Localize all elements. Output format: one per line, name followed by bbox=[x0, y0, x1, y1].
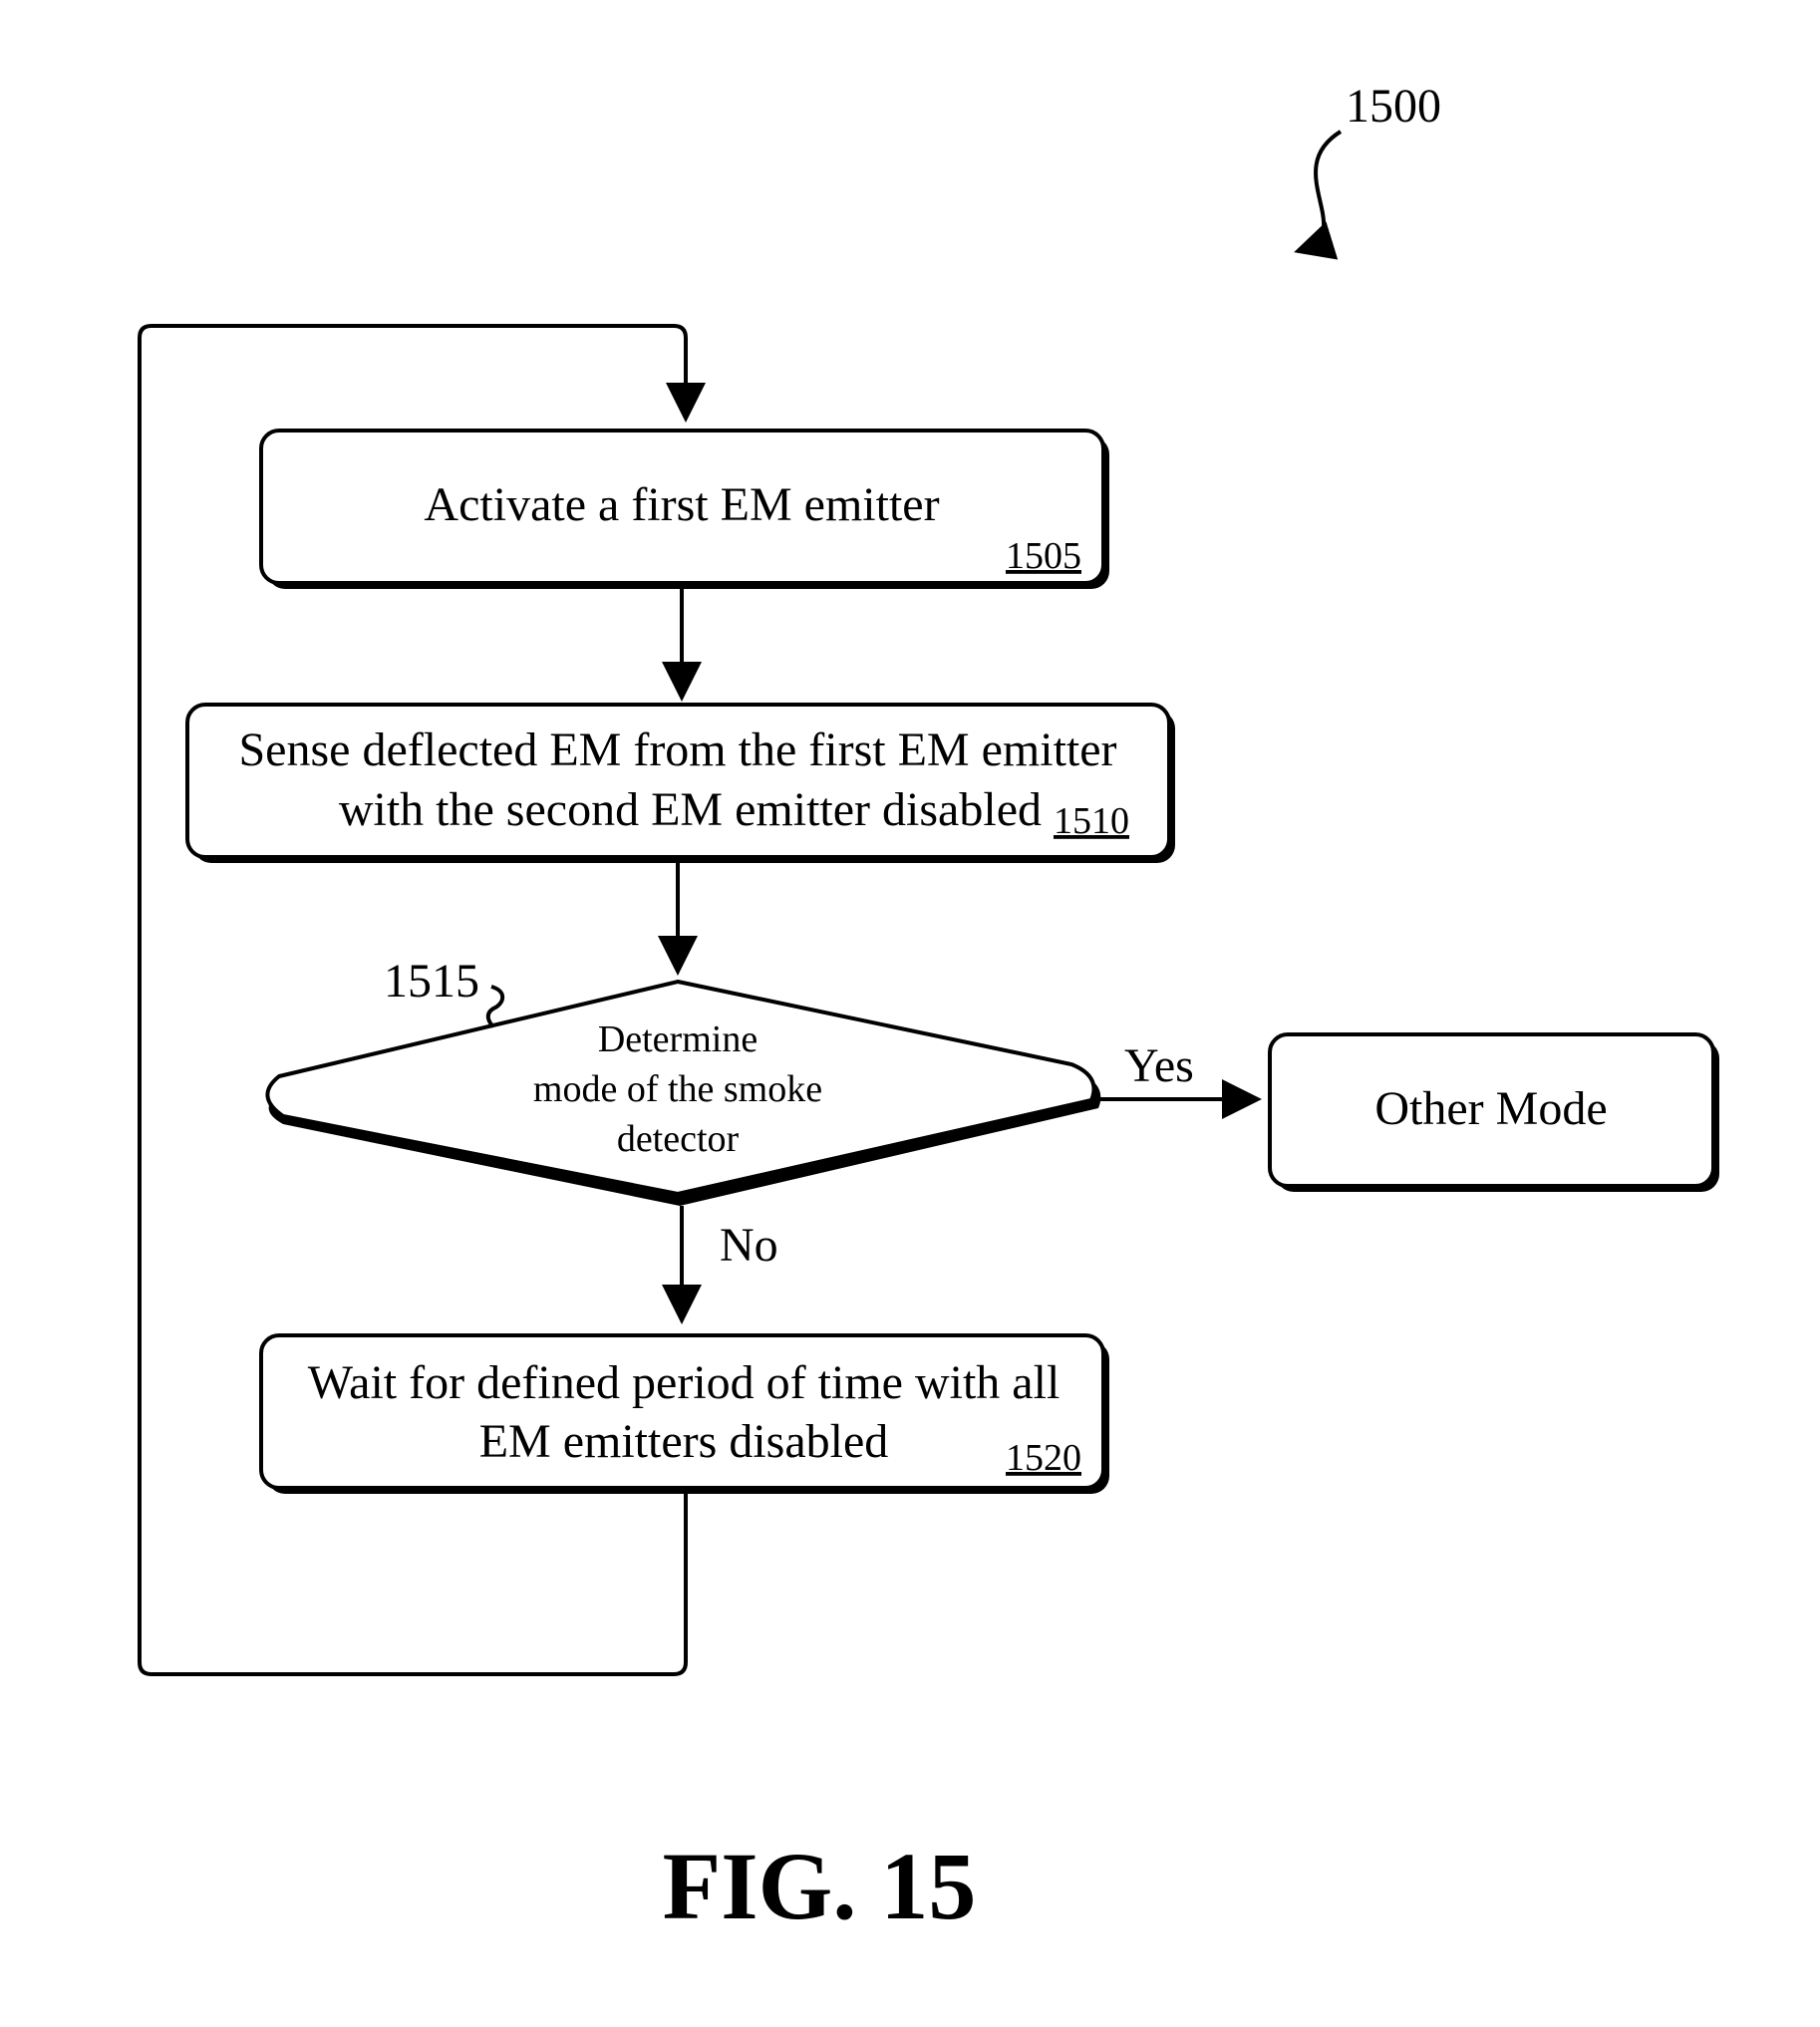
decision-1515-text-line-2: mode of the smoke bbox=[533, 1068, 822, 1110]
decision-1515-text-line-3: detector bbox=[617, 1118, 740, 1160]
step-1505: Activate a first EM emitter 1505 bbox=[261, 431, 1109, 589]
figure-ref-pointer bbox=[1298, 132, 1341, 251]
step-1505-text: Activate a first EM emitter bbox=[424, 478, 939, 531]
decision-1515: Determine mode of the smoke detector bbox=[267, 982, 1100, 1206]
no-label: No bbox=[720, 1219, 778, 1272]
step-1520-ref: 1520 bbox=[1006, 1437, 1081, 1479]
decision-1515-ref-pointer bbox=[488, 987, 502, 1026]
step-1520: Wait for defined period of time with all… bbox=[261, 1335, 1109, 1494]
step-1505-ref: 1505 bbox=[1006, 535, 1081, 577]
figure-ref-number: 1500 bbox=[1346, 80, 1441, 133]
other-mode-text: Other Mode bbox=[1374, 1082, 1607, 1135]
step-1510-ref: 1510 bbox=[1054, 800, 1129, 842]
step-1510-text-line-1: Sense deflected EM from the first EM emi… bbox=[238, 724, 1116, 776]
step-1510: Sense deflected EM from the first EM emi… bbox=[187, 705, 1175, 863]
yes-label: Yes bbox=[1124, 1039, 1194, 1092]
step-1520-text-line-2: EM emitters disabled bbox=[479, 1415, 889, 1468]
step-1510-text-line-2: with the second EM emitter disabled bbox=[339, 783, 1042, 836]
figure-caption: FIG. 15 bbox=[663, 1833, 977, 1939]
step-1520-text-line-1: Wait for defined period of time with all bbox=[308, 1356, 1061, 1409]
decision-1515-text-line-1: Determine bbox=[598, 1018, 758, 1060]
other-mode: Other Mode bbox=[1270, 1034, 1719, 1192]
decision-1515-ref: 1515 bbox=[384, 955, 479, 1008]
